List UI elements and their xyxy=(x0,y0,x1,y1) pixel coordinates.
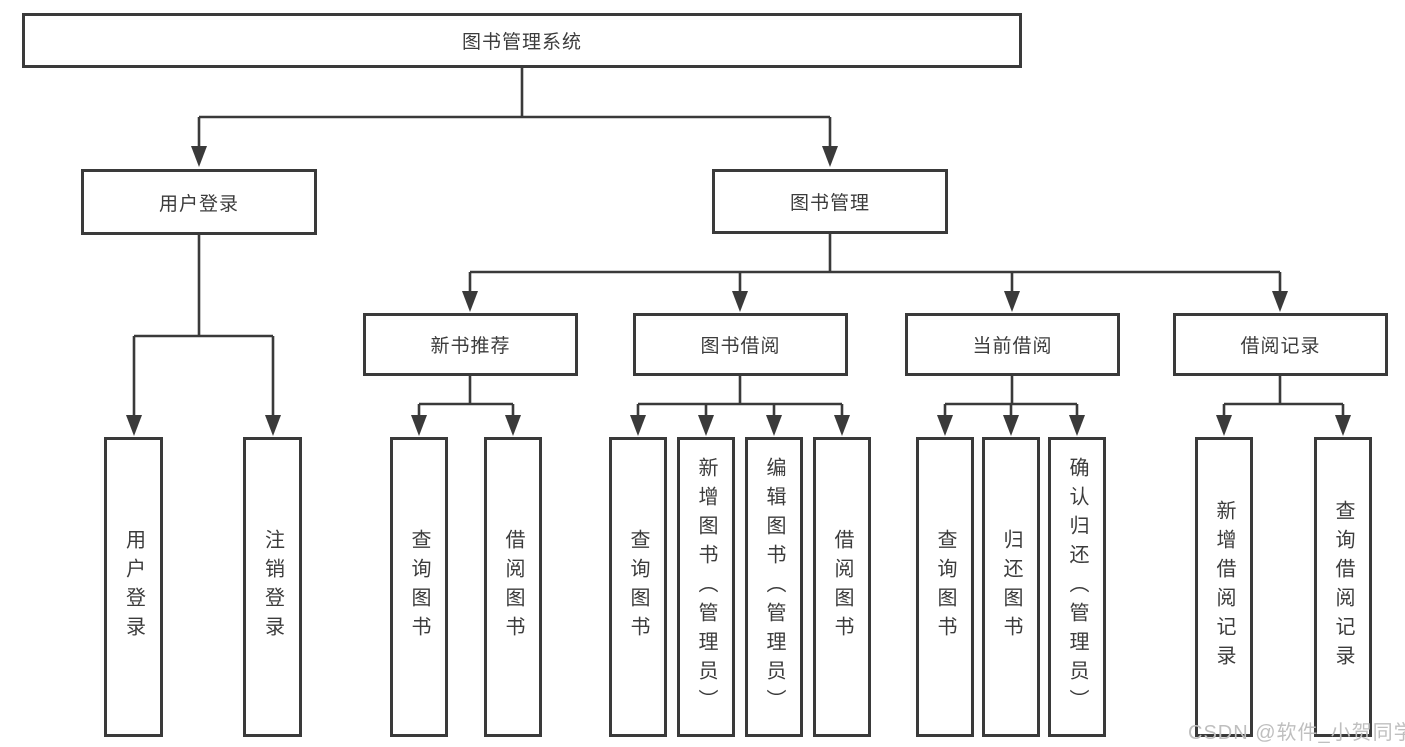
leaf-user-login: 用户登录 xyxy=(104,437,163,737)
leaf-return-book-label: 归还图书 xyxy=(1000,529,1022,645)
node-new-book-recommend: 新书推荐 xyxy=(363,313,578,376)
node-book-management-label: 图书管理 xyxy=(789,193,870,214)
leaf-current-query-book: 查询图书 xyxy=(916,437,974,737)
node-borrow-record: 借阅记录 xyxy=(1173,313,1388,376)
leaf-borrow-query-book: 查询图书 xyxy=(609,437,667,737)
node-book-borrow-label: 图书借阅 xyxy=(700,336,781,357)
leaf-confirm-return-admin-label: 确认归还（管理员） xyxy=(1066,456,1088,718)
node-user-login: 用户登录 xyxy=(81,169,317,235)
leaf-add-borrow-record-label: 新增借阅记录 xyxy=(1213,500,1235,674)
leaf-add-borrow-record: 新增借阅记录 xyxy=(1195,437,1253,737)
leaf-user-login-label: 用户登录 xyxy=(122,529,145,645)
leaf-confirm-return-admin: 确认归还（管理员） xyxy=(1048,437,1106,737)
node-new-book-recommend-label: 新书推荐 xyxy=(430,336,511,357)
node-borrow-record-label: 借阅记录 xyxy=(1240,336,1321,357)
leaf-recommend-borrow-book-label: 借阅图书 xyxy=(502,529,524,645)
node-user-login-label: 用户登录 xyxy=(158,193,239,215)
leaf-edit-book-admin-label: 编辑图书（管理员） xyxy=(763,456,785,718)
leaf-add-book-admin: 新增图书（管理员） xyxy=(677,437,735,737)
leaf-query-borrow-record: 查询借阅记录 xyxy=(1314,437,1372,737)
leaf-recommend-query-book-label: 查询图书 xyxy=(408,529,430,645)
leaf-borrow-query-book-label: 查询图书 xyxy=(627,529,649,645)
node-current-borrow: 当前借阅 xyxy=(905,313,1120,376)
leaf-logout-label: 注销登录 xyxy=(261,529,284,645)
leaf-recommend-borrow-book: 借阅图书 xyxy=(484,437,542,737)
leaf-return-book: 归还图书 xyxy=(982,437,1040,737)
arrowheads xyxy=(126,146,1351,436)
node-book-borrow: 图书借阅 xyxy=(633,313,848,376)
node-book-management: 图书管理 xyxy=(712,169,948,234)
leaf-edit-book-admin: 编辑图书（管理员） xyxy=(745,437,803,737)
node-root-label: 图书管理系统 xyxy=(461,32,582,53)
leaf-add-book-admin-label: 新增图书（管理员） xyxy=(695,456,717,718)
node-root: 图书管理系统 xyxy=(22,13,1022,68)
leaf-current-query-book-label: 查询图书 xyxy=(934,529,956,645)
leaf-borrow-book: 借阅图书 xyxy=(813,437,871,737)
connector-paths xyxy=(132,68,1345,415)
node-current-borrow-label: 当前借阅 xyxy=(972,336,1053,357)
leaf-logout: 注销登录 xyxy=(243,437,302,737)
leaf-query-borrow-record-label: 查询借阅记录 xyxy=(1332,500,1354,674)
leaf-borrow-book-label: 借阅图书 xyxy=(831,529,853,645)
watermark: CSDN @软件_小贺同学 xyxy=(1188,722,1405,744)
leaf-recommend-query-book: 查询图书 xyxy=(390,437,448,737)
